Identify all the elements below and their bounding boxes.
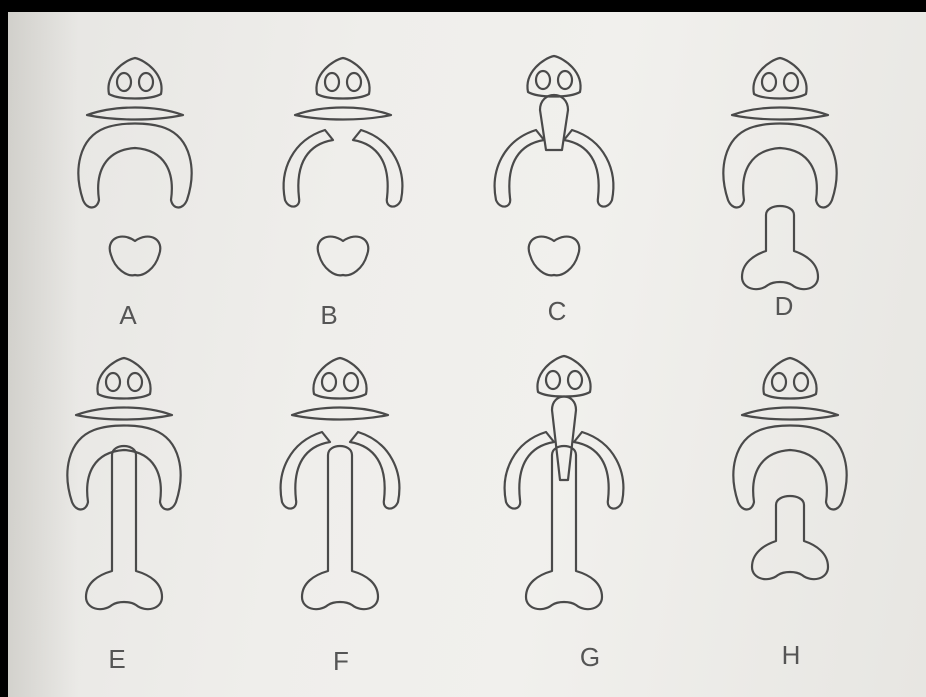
label-f: F — [333, 646, 349, 676]
diagram-g — [505, 356, 624, 609]
label-b: B — [320, 300, 337, 330]
diagram-a — [78, 58, 191, 275]
label-g: G — [580, 642, 600, 672]
diagram-e — [67, 358, 180, 609]
diagram-d — [723, 58, 836, 289]
label-e: E — [108, 644, 125, 674]
diagram-c — [495, 56, 614, 275]
label-a: A — [119, 300, 137, 330]
label-h: H — [782, 640, 801, 670]
diagram-f — [281, 358, 400, 609]
diagram-b — [284, 58, 403, 275]
label-c: C — [548, 296, 567, 326]
label-d: D — [775, 291, 794, 321]
diagram-h — [733, 358, 846, 579]
